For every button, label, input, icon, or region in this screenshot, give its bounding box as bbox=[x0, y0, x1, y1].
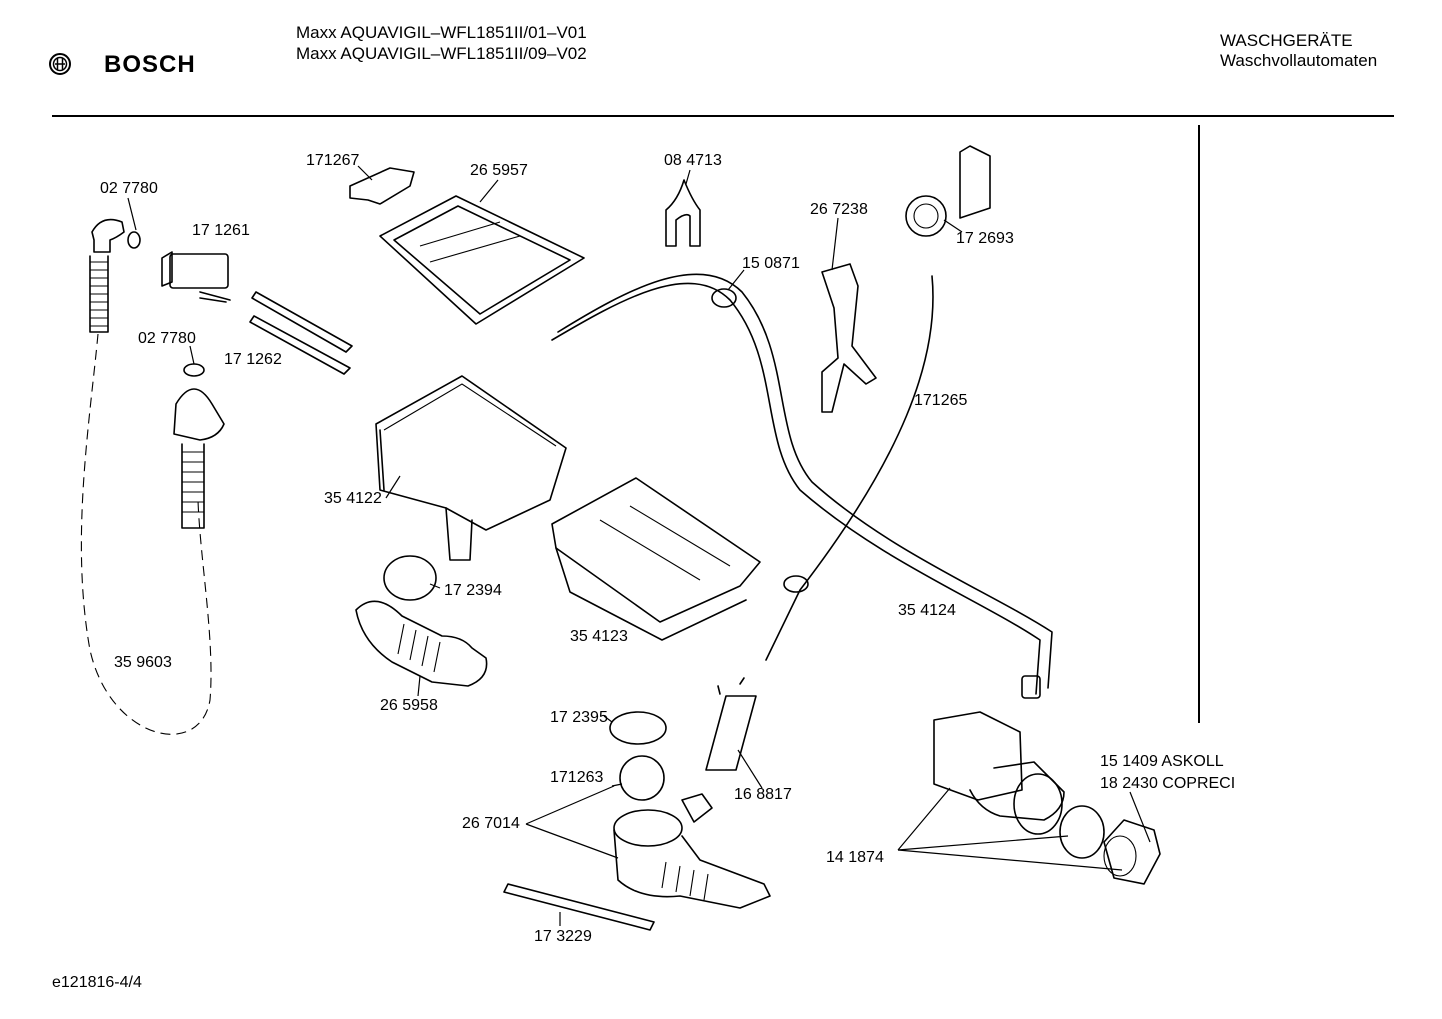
part-label: 14 1874 bbox=[826, 849, 884, 866]
sump-ring bbox=[609, 711, 667, 745]
sump-assembly bbox=[613, 793, 771, 909]
part-label: 17 2395 bbox=[550, 709, 608, 726]
part-label: 16 8817 bbox=[734, 786, 792, 803]
pressure-switch bbox=[905, 145, 991, 237]
drain-pump bbox=[933, 711, 1161, 885]
float-ball bbox=[619, 755, 665, 801]
hose-bracket bbox=[665, 179, 701, 247]
brand-name: BOSCH bbox=[104, 51, 196, 78]
part-label: 15 1409 ASKOLL bbox=[1100, 753, 1224, 770]
dispenser-frame bbox=[379, 195, 585, 325]
category-line-2: Waschvollautomaten bbox=[1220, 51, 1378, 70]
detergent-drawer-housing bbox=[375, 375, 567, 561]
part-label: 26 5958 bbox=[380, 697, 438, 714]
overflow-hose bbox=[551, 273, 1053, 699]
category-line-1: WASCHGERÄTE bbox=[1220, 31, 1353, 50]
part-label: 15 0871 bbox=[742, 255, 800, 272]
part-label: 17 3229 bbox=[534, 928, 592, 945]
inlet-hose-upper bbox=[89, 218, 141, 333]
detergent-drawer bbox=[551, 477, 761, 641]
part-label: 171263 bbox=[550, 769, 604, 786]
model-line-2: Maxx AQUAVIGIL–WFL1851II/09–V02 bbox=[296, 44, 587, 63]
bosch-armature-icon bbox=[49, 53, 71, 75]
hose-dashed-loop bbox=[80, 333, 212, 735]
part-label: 35 4123 bbox=[570, 628, 628, 645]
part-label: 17 2394 bbox=[444, 582, 502, 599]
part-label: 02 7780 bbox=[138, 330, 196, 347]
part-label: 02 7780 bbox=[100, 180, 158, 197]
lever-clip bbox=[349, 167, 415, 205]
bosch-logo: BOSCH bbox=[44, 48, 204, 82]
drawer-bellow bbox=[355, 600, 488, 687]
drawer-gasket bbox=[383, 555, 437, 601]
inlet-valve bbox=[161, 251, 231, 303]
drain-hose-small bbox=[503, 883, 655, 931]
part-label: 171267 bbox=[306, 152, 360, 169]
header-rule bbox=[52, 115, 1394, 117]
part-label: 35 4122 bbox=[324, 490, 382, 507]
pressure-tube bbox=[765, 275, 934, 661]
inlet-hose-lower bbox=[173, 363, 225, 529]
hose-guide bbox=[821, 263, 877, 413]
part-label: 17 1262 bbox=[224, 351, 282, 368]
part-label: 26 7238 bbox=[810, 201, 868, 218]
part-label: 17 2693 bbox=[956, 230, 1014, 247]
model-line-1: Maxx AQUAVIGIL–WFL1851II/01–V01 bbox=[296, 23, 587, 42]
part-label: 08 4713 bbox=[664, 152, 722, 169]
right-vertical-rule bbox=[1198, 125, 1200, 723]
part-label: 171265 bbox=[914, 392, 968, 409]
heater-sensor bbox=[705, 677, 757, 771]
part-label: 26 5957 bbox=[470, 162, 528, 179]
leader-lines bbox=[127, 165, 1151, 926]
document-id: e121816-4/4 bbox=[52, 974, 142, 991]
part-label: 35 4124 bbox=[898, 602, 956, 619]
part-label: 35 9603 bbox=[114, 654, 172, 671]
part-label: 26 7014 bbox=[462, 815, 520, 832]
part-label: 18 2430 COPRECI bbox=[1100, 775, 1236, 792]
part-label: 17 1261 bbox=[192, 222, 250, 239]
connector-tubes bbox=[249, 291, 353, 375]
